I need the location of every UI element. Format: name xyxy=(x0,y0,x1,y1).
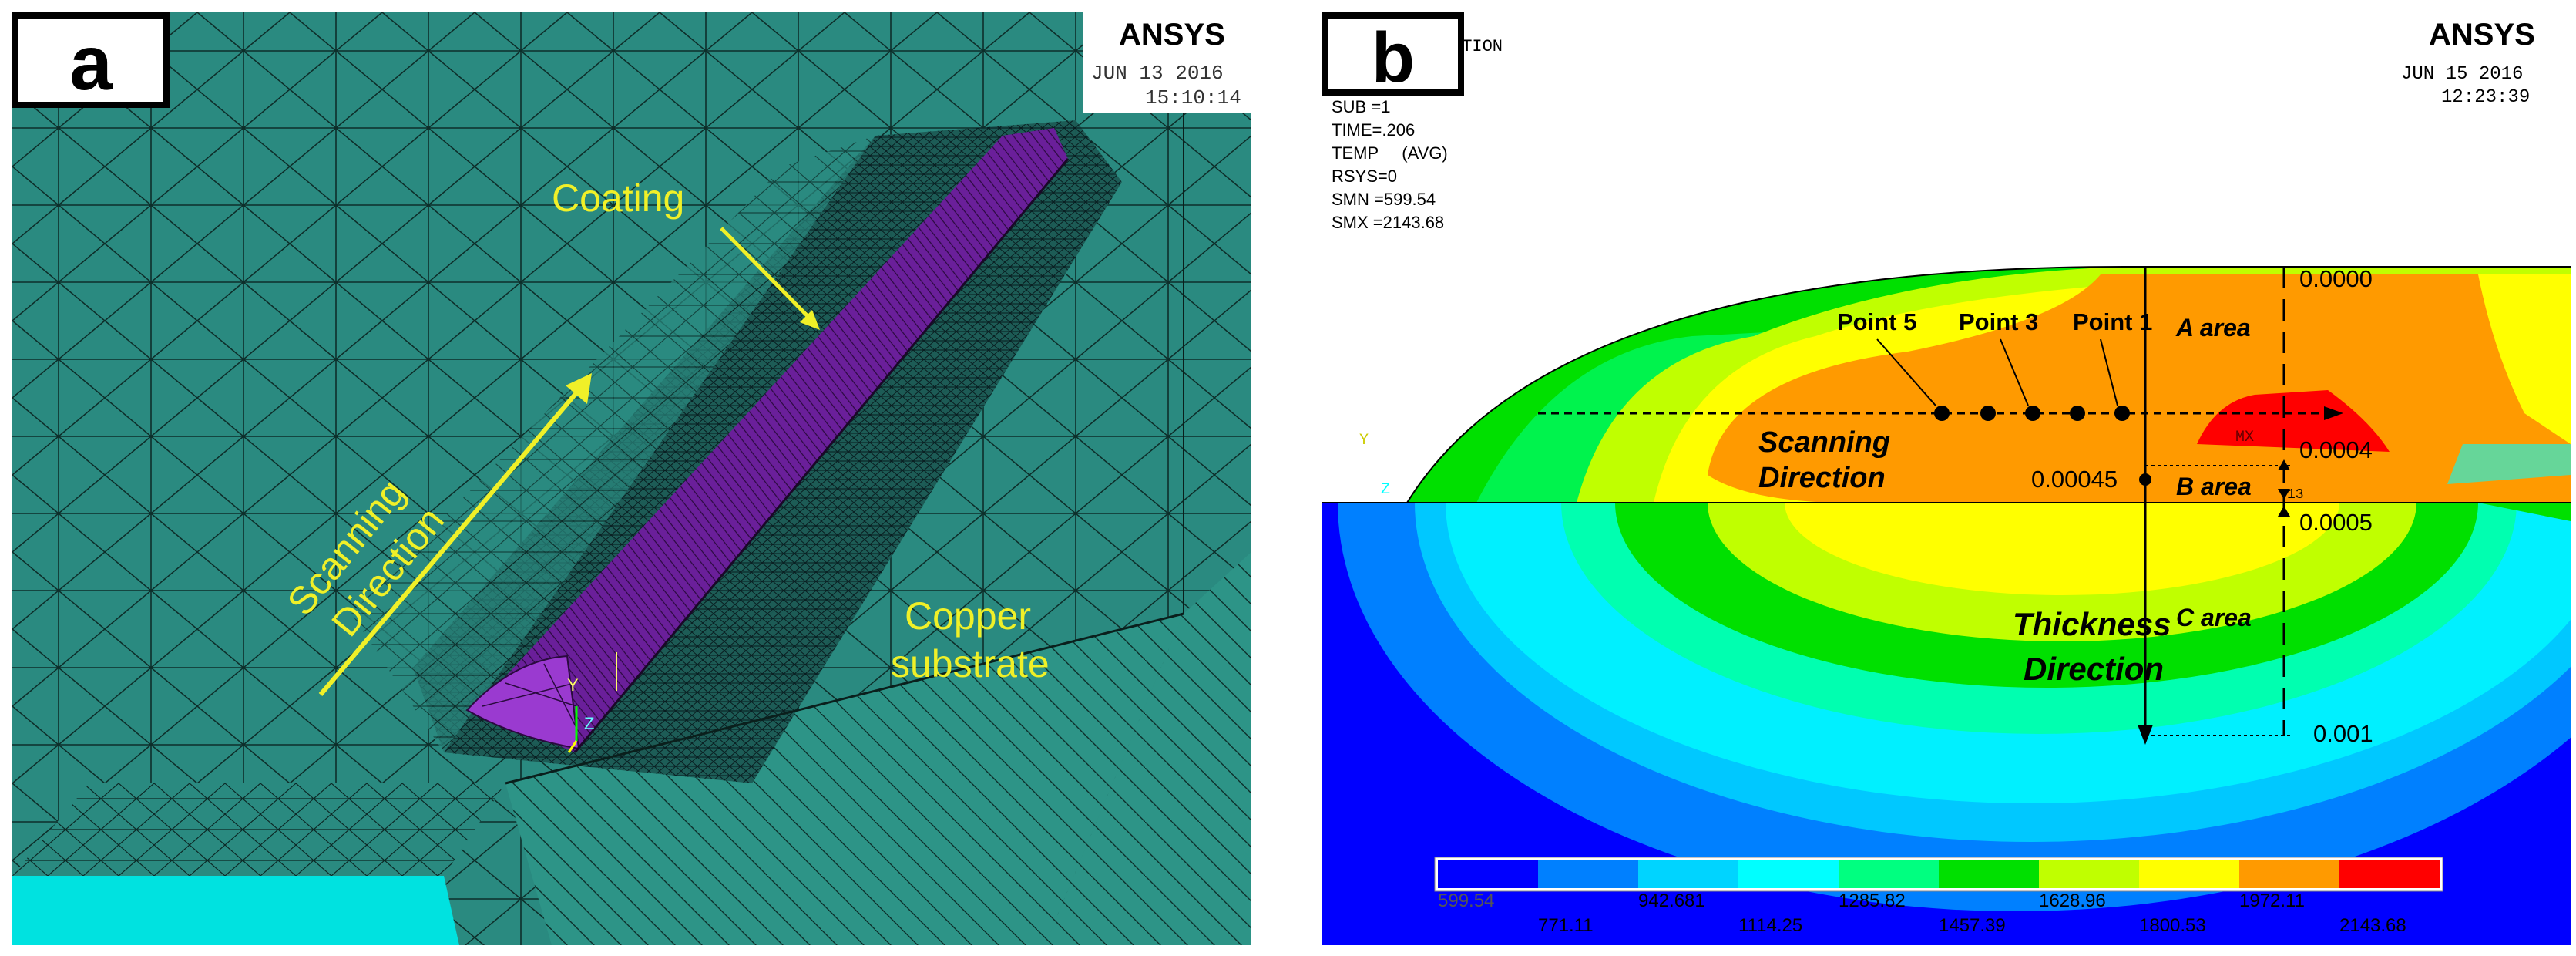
legend-swatch xyxy=(1438,860,1538,888)
header-area xyxy=(1083,12,1251,113)
legend-swatch xyxy=(2139,860,2239,888)
panel-b-label: b xyxy=(1372,19,1415,97)
panel-a-label-box xyxy=(12,12,170,108)
date-text: JUN 13 2016 xyxy=(1091,62,1224,85)
substrate-front-face xyxy=(505,614,1184,945)
thickness-label-2: Direction xyxy=(2024,651,2164,687)
legend-value-top: 942.681 xyxy=(1638,890,1705,911)
panel-b: MX Y X Z Point 5 Point 3 Point 1 Scannin… xyxy=(1322,12,2571,945)
legend-value-top: 1285.82 xyxy=(1839,890,1906,911)
bottom-cyan-face xyxy=(12,876,459,945)
info-line: SMN =599.54 xyxy=(1332,190,1436,209)
legend-swatch xyxy=(1538,860,1638,888)
transition-mesh-zone xyxy=(351,136,875,752)
depth-0.0004: 0.0004 xyxy=(2299,436,2373,463)
legend-swatch xyxy=(1939,860,2039,888)
b-area-label: B area xyxy=(2176,473,2252,500)
coating-label: Coating xyxy=(552,177,684,220)
legend-swatch xyxy=(2239,860,2339,888)
legend-swatch xyxy=(2039,860,2139,888)
lower-left-surface xyxy=(12,783,505,876)
legend-swatch xyxy=(1738,860,1839,888)
scanning-direction-arrow xyxy=(318,389,581,696)
info-line: SMX =2143.68 xyxy=(1332,213,1444,232)
point-5-label: Point 5 xyxy=(1837,308,1916,335)
c-area-label: C area xyxy=(2176,604,2252,631)
panel-b-label-box xyxy=(1322,12,1464,96)
max-temperature-zone xyxy=(2197,390,2390,452)
depth-0.00045: 0.00045 xyxy=(2031,466,2118,493)
point-5-marker xyxy=(1934,406,1950,421)
substrate-side-face xyxy=(1045,552,1251,945)
triad-z: Z xyxy=(1381,481,1390,499)
legend-value-top: 1972.11 xyxy=(2239,890,2305,911)
mx-label: MX xyxy=(2235,429,2254,446)
info-line: TIME=.206 xyxy=(1332,120,1415,140)
legend-swatch xyxy=(1638,860,1738,888)
scanning-label-1: Scanning xyxy=(1758,426,1890,459)
legend-swatch xyxy=(1839,860,1939,888)
depth-0.001: 0.001 xyxy=(2313,720,2373,747)
info-line: RSYS=0 xyxy=(1332,167,1397,186)
date-text: JUN 15 2016 xyxy=(2401,64,2523,85)
temperature-legend: 599.54 942.681 1285.82 1628.96 1972.11 771.11… xyxy=(1434,857,2443,936)
triad-z-label: Z xyxy=(584,714,594,733)
triad-y-label: Y xyxy=(567,675,579,695)
point-4-marker xyxy=(1980,406,1996,421)
triad-y: Y xyxy=(1359,432,1369,449)
coating-track xyxy=(475,128,1068,752)
scanning-label-2: Direction xyxy=(1758,462,1886,494)
substrate-temperature-field xyxy=(1322,503,2571,945)
time-text: 12:23:39 xyxy=(2441,87,2530,108)
legend-value-bottom: 1457.39 xyxy=(1939,915,2006,936)
mesh-label: 13 xyxy=(2287,487,2304,503)
depth-0.0005: 0.0005 xyxy=(2299,509,2373,536)
point-1-marker xyxy=(2114,406,2130,421)
thickness-label-1: Thickness xyxy=(2013,606,2171,642)
panel-a: Y Z Coating Scanning Direction Copper su… xyxy=(12,12,1251,945)
point-3-marker xyxy=(2025,406,2040,421)
legend-value-bottom: 1800.53 xyxy=(2139,915,2206,936)
info-line: TEMP (AVG) xyxy=(1332,143,1448,163)
legend-value-bottom: 771.11 xyxy=(1538,915,1594,936)
point-1-label: Point 1 xyxy=(2073,308,2152,335)
coating-end-cap xyxy=(465,655,580,750)
substrate-label-1: Copper xyxy=(905,594,1031,638)
ansys-logo: ANSYS xyxy=(1119,18,1225,52)
substrate-label-2: substrate xyxy=(891,642,1050,685)
ansys-logo: ANSYS xyxy=(2429,18,2535,52)
legend-value-bottom: 2143.68 xyxy=(2339,915,2406,936)
time-text: 15:10:14 xyxy=(1145,86,1241,109)
legend-value-top: 599.54 xyxy=(1438,890,1494,911)
point-2-marker xyxy=(2070,406,2085,421)
legend-swatch xyxy=(2339,860,2440,888)
depth-0.0000: 0.0000 xyxy=(2299,265,2373,292)
panel-a-label: a xyxy=(69,20,113,106)
info-line: SUB =1 xyxy=(1332,97,1390,116)
legend-value-top: 1628.96 xyxy=(2039,890,2106,911)
legend-value-bottom: 1114.25 xyxy=(1738,915,1802,936)
triad-x: X xyxy=(1353,481,1362,499)
a-area-label: A area xyxy=(2175,314,2251,342)
point-3-label: Point 3 xyxy=(1959,308,2038,335)
